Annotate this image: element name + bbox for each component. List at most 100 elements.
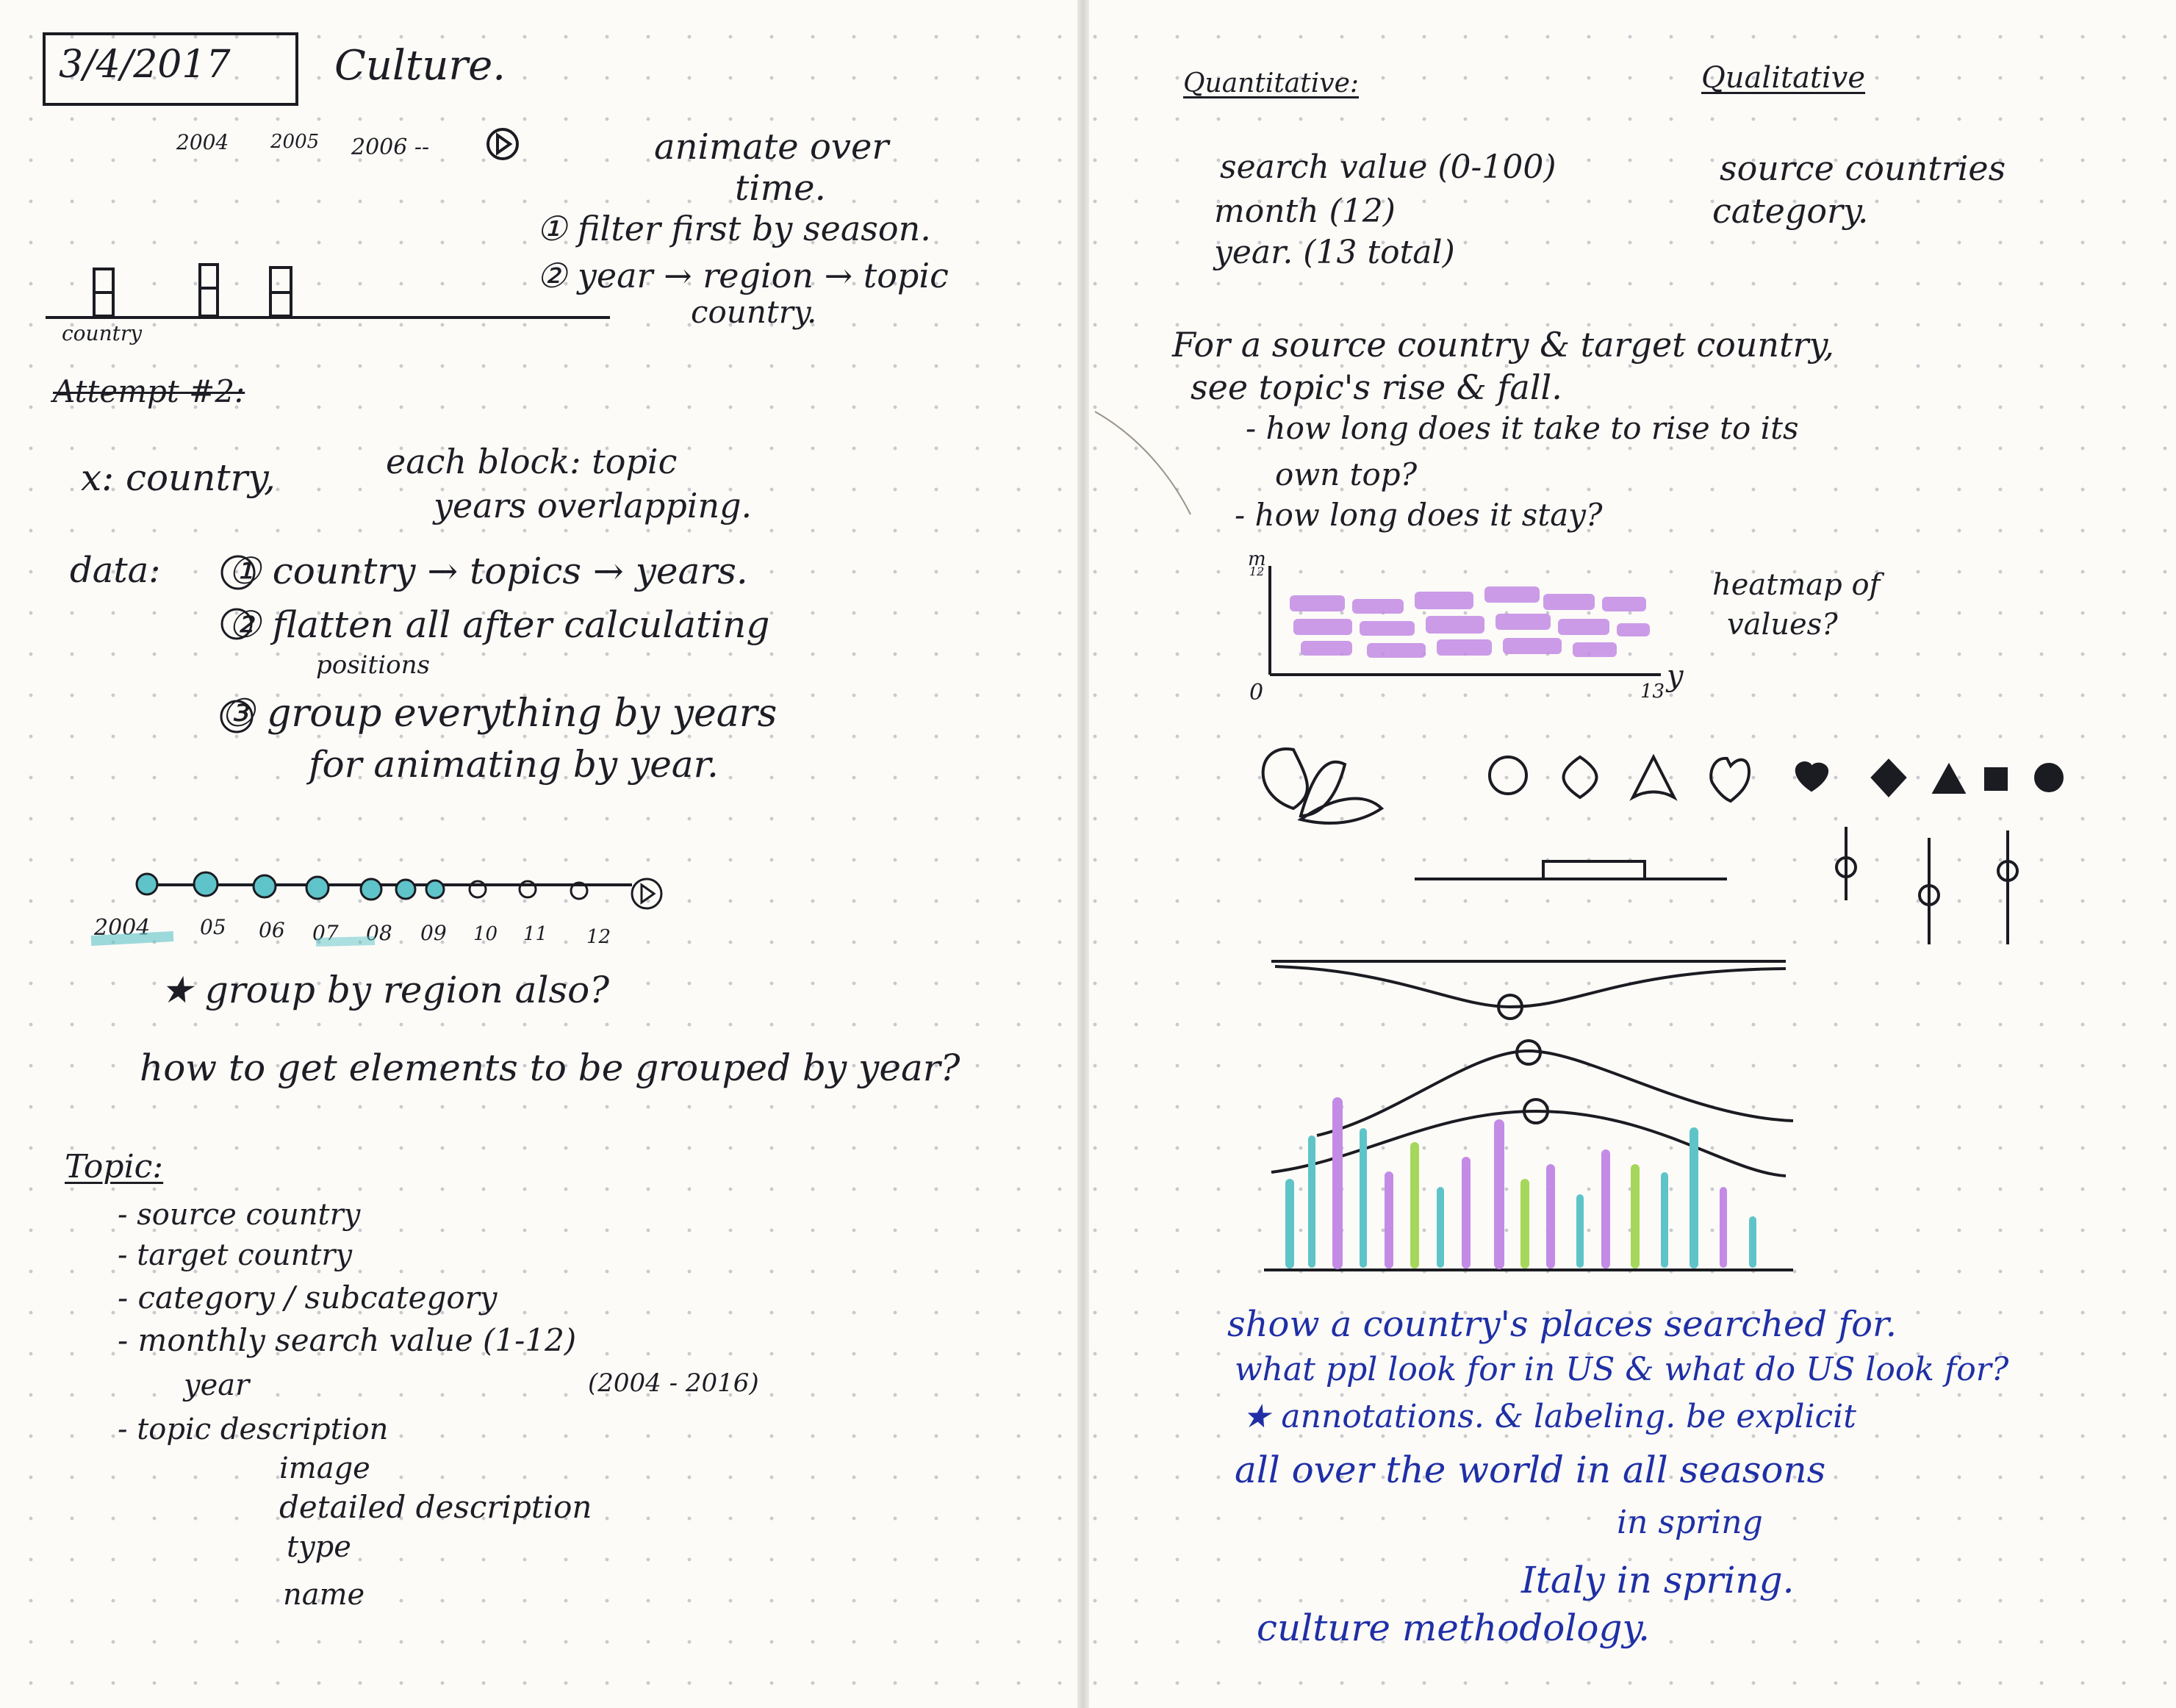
- blue-note-line6: Italy in spring.: [1521, 1559, 1795, 1601]
- quant-year: year. (13 total): [1214, 234, 1455, 271]
- rise-fall-line2: see topic's rise & fall.: [1191, 367, 1562, 407]
- year-label-2004: 2004: [176, 130, 229, 154]
- timeline-year-10: 10: [473, 923, 498, 945]
- circled-number-icons: [220, 555, 256, 733]
- qualitative-heading: Qualitative: [1701, 61, 1866, 95]
- timeline-node: [468, 880, 487, 899]
- step-country: country.: [691, 294, 817, 330]
- grouping-question: how to get elements to be grouped by yea…: [140, 1047, 960, 1089]
- heatmap-y-axis-label: m: [1248, 548, 1266, 570]
- data-step-2: ② flatten all after calculating: [228, 603, 770, 646]
- rise-fall-line4: own top?: [1275, 456, 1418, 492]
- animate-note-line1: animate over: [654, 126, 889, 168]
- flower-icon: [1261, 747, 1385, 825]
- timeline-node: [193, 871, 219, 897]
- year-label-2006: 2006 --: [351, 134, 430, 160]
- diamond-shape-icon: [1870, 758, 1907, 797]
- year-label-2005: 2005: [270, 131, 320, 153]
- circle-filled-icon: [2034, 763, 2064, 792]
- play-icon: [631, 878, 663, 910]
- step-year-region-topic: ② year → region → topic: [536, 256, 949, 295]
- block-sketch: [46, 263, 610, 319]
- topic-item-detailed-description: detailed description: [279, 1489, 592, 1525]
- topic-item-category: - category / subcategory: [118, 1280, 498, 1316]
- triangle-shape-icon: [1931, 762, 1967, 794]
- heatmap-note-line2: values?: [1727, 608, 1838, 642]
- rise-fall-line5: - how long does it stay?: [1235, 497, 1603, 533]
- topic-heading: Topic:: [65, 1148, 164, 1185]
- heatmap-origin: 0: [1249, 680, 1264, 706]
- block-desc: each block: topic: [386, 442, 678, 481]
- blue-note-line3: ★ annotations. & labeling. be explicit: [1242, 1398, 1856, 1435]
- quantitative-heading: Quantitative:: [1183, 68, 1360, 98]
- play-icon: [486, 128, 519, 160]
- heatmap-x-end: 13: [1640, 681, 1665, 703]
- bar-strip-sketch: [1285, 1097, 1756, 1269]
- x-desc: x: country,: [81, 456, 276, 499]
- timeline-year-11: 11: [523, 923, 548, 945]
- page-title: Culture.: [334, 42, 506, 90]
- range-slider-sketch: [1415, 827, 2019, 944]
- topic-item-source-country: - source country: [118, 1198, 361, 1232]
- timeline-node: [135, 872, 159, 896]
- timeline-year-05: 05: [200, 915, 226, 939]
- topic-item-description: - topic description: [118, 1413, 389, 1446]
- timeline-node: [570, 881, 589, 900]
- topic-item-name: name: [283, 1578, 365, 1612]
- square-shape-icon: [1984, 767, 2008, 791]
- timeline-year-09: 09: [420, 921, 447, 945]
- shape-row: [1488, 753, 2064, 803]
- page-crease: [1094, 411, 1191, 515]
- data-label: data:: [70, 550, 161, 591]
- timeline-node: [252, 874, 277, 899]
- data-step-3: ③ group everything by years: [220, 692, 778, 736]
- timeline-year-06: 06: [259, 918, 285, 942]
- data-step-3-cont: for animating by year.: [309, 743, 719, 786]
- left-notebook-page: [0, 0, 1080, 1708]
- lens-shape-icon: [1562, 755, 1598, 800]
- blue-note-line1: show a country's places searched for.: [1227, 1304, 1897, 1345]
- heart-shape-icon: [1795, 761, 1829, 792]
- topic-item-monthly-search: - monthly search value (1-12): [118, 1322, 577, 1358]
- rise-fall-line3: - how long does it take to rise to its: [1246, 410, 1799, 446]
- topic-item-year: year: [184, 1368, 250, 1402]
- years-overlapping: years overlapping.: [434, 486, 753, 525]
- right-notebook-page: [1086, 0, 2176, 1708]
- heart-outline-icon: [1709, 756, 1751, 803]
- rise-fall-line1: For a source country & target country,: [1172, 325, 1834, 365]
- timeline-node: [425, 879, 445, 900]
- circle-shape-icon: [1488, 756, 1528, 795]
- year-timeline: [90, 871, 663, 947]
- data-step-2-cont: positions: [316, 650, 430, 680]
- topic-item-year-range: (2004 - 2016): [588, 1368, 759, 1398]
- timeline-node: [518, 880, 537, 899]
- blue-note-line5: in spring: [1617, 1504, 1763, 1541]
- heatmap-note-line1: heatmap of: [1712, 568, 1881, 602]
- blue-note-line2: what ppl look for in US & what do US loo…: [1235, 1351, 2009, 1388]
- data-step-1: ① country → topics → years.: [228, 550, 748, 592]
- blue-note-line7: culture methodology.: [1257, 1607, 1650, 1649]
- timeline-node: [395, 878, 417, 900]
- dip-curve-sketch: [1271, 960, 1787, 1020]
- timeline-year-12: 12: [586, 926, 611, 948]
- topic-item-type: type: [287, 1530, 351, 1564]
- heatmap-y-axis-sub: 12: [1249, 564, 1265, 578]
- animate-note-line2: time.: [735, 168, 826, 209]
- x-axis-label: country: [62, 321, 143, 345]
- attempt-heading: Attempt #2:: [53, 373, 245, 409]
- date-box: [43, 32, 298, 106]
- page-date: 3/4/2017: [59, 43, 231, 87]
- blue-note-line4: all over the world in all seasons: [1235, 1449, 1826, 1491]
- qual-category: category.: [1712, 191, 1869, 231]
- timeline-node: [359, 878, 383, 901]
- bell-curve-sketch: [1264, 1039, 1794, 1271]
- topic-item-image: image: [279, 1452, 370, 1485]
- notebook-spine: [1077, 0, 1089, 1708]
- heatmap-x-axis-label: y: [1667, 659, 1684, 693]
- quant-month: month (12): [1214, 193, 1396, 230]
- heatmap-sketch: [1268, 566, 1661, 676]
- qual-source-countries: source countries: [1720, 148, 2006, 188]
- timeline-node: [305, 875, 330, 900]
- step-filter-season: ① filter first by season.: [536, 209, 931, 248]
